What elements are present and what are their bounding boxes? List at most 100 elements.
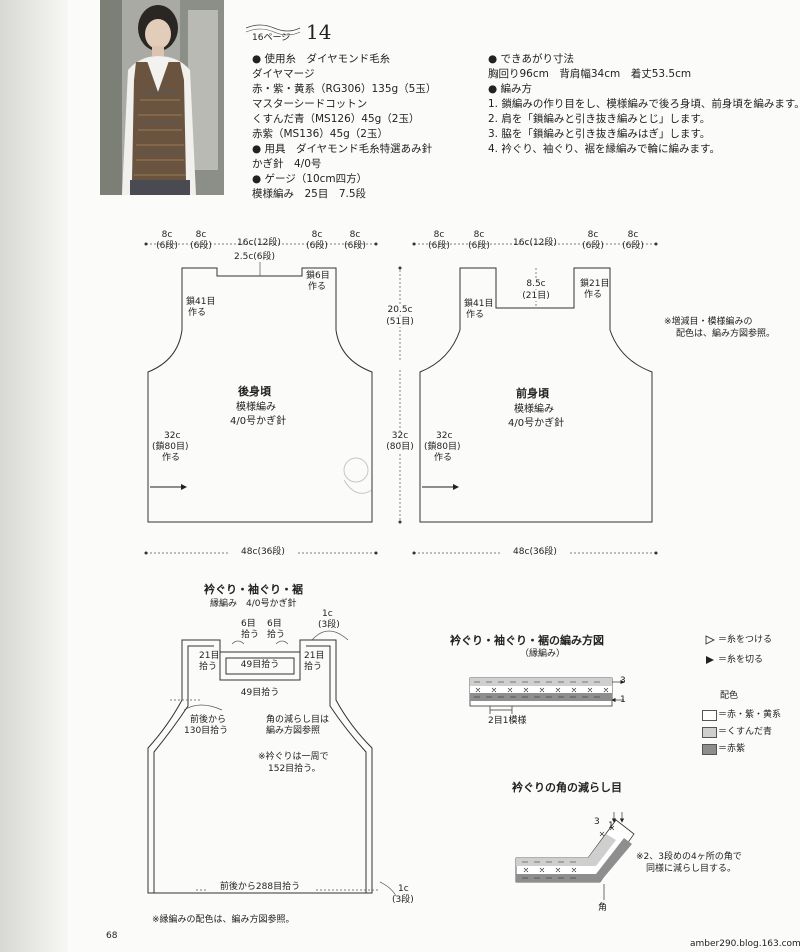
front-dim-top: 8c: [433, 230, 445, 240]
legend-symbols: [705, 635, 715, 664]
front-neck-depth: (21目): [518, 292, 554, 301]
back-dim-top: (6段): [156, 241, 178, 251]
front-dim-top: (6段): [622, 241, 644, 251]
center-upper-dim: 20.5c: [380, 306, 420, 315]
page-number: 68: [106, 931, 118, 941]
materials-line: ● 使用糸 ダイヤモンド毛糸: [252, 53, 391, 65]
corner-title: 衿ぐりの角の減らし目: [512, 781, 622, 794]
front-neck-depth: 8.5c: [518, 280, 554, 289]
front-dim-top: 8c: [473, 230, 485, 240]
back-dim-top: 8c: [349, 230, 361, 240]
back-side-length: 32c: [164, 431, 181, 441]
edging-pick-rows: (3段): [318, 620, 340, 630]
front-body-outline: [419, 267, 653, 523]
back-dim-top: 8c: [311, 230, 323, 240]
chart-title: 衿ぐり・袖ぐり・裾の編み方図: [450, 634, 604, 647]
edging-color-note: ※縁編みの配色は、編み方図参照。: [152, 915, 295, 925]
edging-hem-rows: (3段): [392, 895, 414, 905]
legend-swatch: [702, 710, 717, 721]
chart-repeat: 2目1模様: [488, 716, 527, 726]
edging-corner-note: 角の減らし目は: [266, 715, 330, 725]
model-photo: [100, 0, 224, 195]
legend-swatch: [702, 744, 717, 755]
book-spine-shadow: [0, 0, 68, 952]
edging-neck-back: 49目拾う: [240, 688, 280, 698]
edging-neck-side-left: 21目: [199, 651, 220, 661]
back-body-outline: [147, 267, 373, 523]
corner-row-label: 1: [608, 821, 614, 831]
corner-note: 同様に減らし目する。: [646, 864, 737, 874]
corner-label: 角: [598, 903, 608, 913]
edging-neck-side-left: 拾う: [199, 662, 218, 672]
edging-pick-rows: 1c: [322, 609, 333, 619]
center-lower-dim: 32c: [384, 432, 416, 441]
edging-pick-left: 拾う: [241, 630, 260, 640]
front-shoulder-chain: 作る: [584, 290, 603, 300]
back-dim-top: 16c(12段): [237, 238, 281, 248]
chart-reference-note: 配色は、編み方図参照。: [676, 329, 776, 339]
edging-title: 衿ぐり・袖ぐり・裾: [204, 583, 303, 596]
corner-chart: [515, 812, 635, 900]
front-shoulder-chain: 鎖21目: [580, 279, 610, 289]
edging-subtitle: 縁編み 4/0号かぎ針: [210, 599, 297, 609]
materials-line: 赤紫（MS136）45g（2玉）: [252, 128, 388, 140]
back-side-length: (鎖80目): [152, 442, 189, 452]
legend-cut-yarn: ＝糸を切る: [718, 655, 764, 665]
edging-neck-total: ※衿ぐりは一周で: [258, 752, 329, 762]
edging-pick-right: 6目: [267, 619, 282, 629]
center-upper-dim: (51目): [380, 318, 420, 327]
back-stitch: 模様編み: [236, 402, 276, 413]
back-shoulder-chain: 作る: [308, 282, 327, 292]
front-stitch: 模様編み: [514, 404, 554, 415]
instructions: ● できあがり寸法 胸回り96cm 背肩幅34cm 着丈53.5cm ● 編み方…: [488, 52, 800, 157]
back-dim-top: (6段): [306, 241, 328, 251]
back-title: 後身頃: [238, 385, 271, 398]
edging-pick-right: 拾う: [267, 630, 286, 640]
legend-swatch: [702, 727, 717, 738]
finished-size-values: 胸回り96cm 背肩幅34cm 着丈53.5cm: [488, 68, 692, 80]
back-side-length: 作る: [162, 453, 181, 463]
front-dim-top: (6段): [428, 241, 450, 251]
front-side-length: (鎖80目): [424, 442, 461, 452]
front-title: 前身頃: [516, 387, 549, 400]
back-dim-top: (6段): [190, 241, 212, 251]
edging-neck-total: 152目拾う。: [268, 764, 321, 774]
front-hook: 4/0号かぎ針: [508, 418, 565, 429]
materials-line: 模様編み 25目 7.5段: [252, 188, 367, 200]
legend-color-label: ＝くすんだ青: [718, 727, 773, 737]
front-dim-top: (6段): [468, 241, 490, 251]
chart-reference-note: ※増減目・模様編みの: [664, 317, 753, 327]
center-lower-dim: (80目): [382, 443, 418, 452]
chart-row-number: 1: [620, 695, 626, 705]
edging-pick-left: 6目: [241, 619, 256, 629]
materials-line: くすんだ青（MS126）45g（2玉）: [252, 113, 420, 125]
page-reference: 16ページ: [252, 33, 291, 43]
legend-heading: 配色: [720, 691, 739, 701]
materials-line: かぎ針 4/0号: [252, 158, 322, 170]
finished-size-heading: ● できあがり寸法: [488, 53, 574, 65]
edging-corner-note: 編み方図参照: [266, 726, 321, 736]
site-watermark: amber290.blog.163.com: [690, 939, 800, 949]
edging-hem-rows: 1c: [398, 884, 409, 894]
corner-row-label: 3: [594, 817, 600, 827]
materials-line: ● ゲージ（10cm四方）: [252, 173, 368, 185]
back-armhole-chain: 作る: [188, 308, 207, 318]
front-side-length: 作る: [434, 453, 453, 463]
materials-line: ダイヤマージ: [252, 68, 315, 80]
front-armhole-chain: 作る: [466, 310, 485, 320]
front-bottom-width: 48c(36段): [500, 548, 570, 557]
edging-neck-front: 49目拾う: [240, 660, 280, 670]
front-side-length: 32c: [436, 431, 453, 441]
edging-outline: [147, 639, 373, 894]
front-dim-top: 16c(12段): [513, 238, 557, 248]
method-step: 1. 鎖編みの作り目をし、模様編みで後ろ身頃、前身頃を編みます。: [488, 98, 800, 110]
edging-armhole: 130目拾う: [184, 726, 229, 736]
front-dim-top: 8c: [627, 230, 639, 240]
back-neck-depth: 2.5c(6段): [234, 252, 276, 262]
legend-attach-yarn: ＝糸をつける: [718, 635, 773, 645]
materials-line: 赤・紫・黄系（RG306）135g（5玉）: [252, 83, 437, 95]
corner-note: ※2、3段めの4ヶ所の角で: [636, 852, 742, 862]
legend-color-label: ＝赤紫: [718, 744, 746, 754]
method-step: 3. 脇を「鎖編みと引き抜き編みはぎ」します。: [488, 128, 711, 140]
